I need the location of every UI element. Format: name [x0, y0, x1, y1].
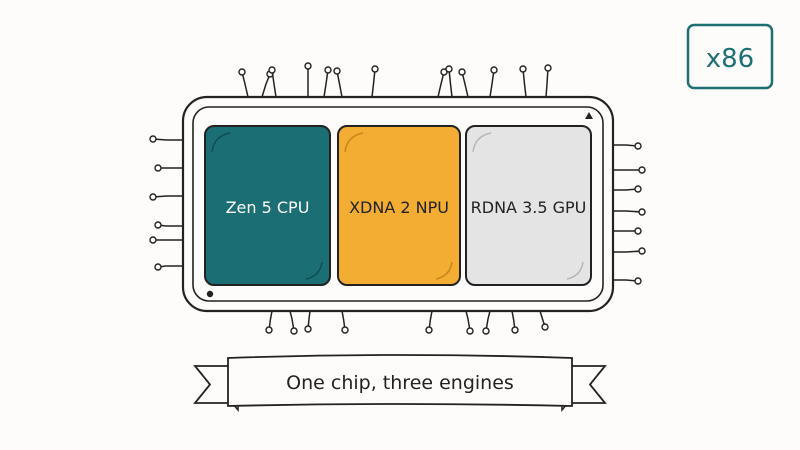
pin-terminal-icon — [341, 326, 349, 334]
badge-text: x86 — [706, 44, 754, 74]
pin-line — [271, 69, 277, 98]
badge-border — [686, 23, 774, 90]
npu-corner-hatch — [344, 132, 364, 153]
chip-pins — [149, 62, 646, 335]
orientation-dot-icon — [206, 290, 214, 298]
npu-label: XDNA 2 NPU — [349, 198, 449, 217]
pin-line — [545, 67, 549, 98]
pin-line — [323, 69, 329, 98]
pin-line — [152, 138, 183, 141]
pin-terminal-icon — [445, 65, 453, 73]
block-npu: XDNA 2 NPU — [337, 125, 461, 286]
pin-terminal-icon — [324, 66, 332, 74]
pin-terminal-icon — [466, 327, 474, 335]
orientation-triangle-icon — [585, 112, 593, 119]
pin-terminal-icon — [544, 64, 552, 72]
pin-terminal-icon — [634, 185, 642, 193]
pin-terminal-icon — [149, 236, 157, 244]
pin-terminal-icon — [541, 323, 549, 331]
pin-terminal-icon — [149, 135, 157, 143]
pin-terminal-icon — [268, 66, 276, 74]
pin-line — [157, 224, 183, 227]
cpu-block — [204, 125, 331, 286]
pin-line — [157, 265, 183, 268]
banner-right-tail — [567, 365, 607, 404]
banner-left-tail — [193, 365, 233, 404]
pin-terminal-icon — [458, 68, 466, 76]
pin-terminal-icon — [638, 247, 646, 255]
pin-terminal-icon — [425, 326, 433, 334]
pin-line — [241, 71, 249, 98]
pin-terminal-icon — [333, 67, 341, 75]
pin-terminal-icon — [290, 327, 298, 335]
pin-line — [511, 310, 516, 331]
pin-line — [341, 310, 346, 331]
npu-corner-hatch — [435, 261, 453, 280]
pin-line — [461, 71, 469, 98]
pin-terminal-icon — [634, 227, 642, 235]
pin-line — [489, 69, 495, 98]
pin-terminal-icon — [638, 208, 646, 216]
pin-terminal-icon — [371, 65, 379, 73]
pin-line — [613, 144, 639, 147]
pin-line — [613, 210, 643, 213]
npu-block — [337, 125, 461, 286]
pin-line — [428, 310, 433, 331]
gpu-corner-hatch — [566, 261, 584, 280]
pin-terminal-icon — [154, 263, 162, 271]
cpu-corner-hatch — [211, 132, 231, 153]
gpu-block — [465, 125, 592, 286]
pin-line — [485, 310, 491, 332]
block-gpu: RDNA 3.5 GPU — [465, 125, 592, 286]
pin-terminal-icon — [634, 277, 642, 285]
pin-terminal-icon — [490, 66, 498, 74]
cpu-label: Zen 5 CPU — [226, 198, 310, 217]
pin-line — [522, 68, 527, 98]
pin-terminal-icon — [304, 325, 312, 333]
pin-line — [448, 68, 453, 98]
pin-terminal-icon — [154, 221, 162, 229]
pin-terminal-icon — [149, 193, 157, 201]
pin-terminal-icon — [154, 164, 162, 172]
banner-body — [227, 354, 573, 407]
pin-line — [613, 250, 643, 253]
pin-terminal-icon — [519, 65, 527, 73]
pin-line — [289, 310, 295, 332]
caption-banner: One chip, three engines — [193, 354, 607, 413]
pin-terminal-icon — [638, 166, 646, 174]
pin-line — [371, 68, 376, 98]
gpu-label: RDNA 3.5 GPU — [471, 198, 587, 217]
x86-badge: x86 — [686, 23, 774, 90]
pin-line — [336, 70, 343, 98]
pin-terminal-icon — [304, 62, 312, 70]
pin-line — [268, 310, 273, 331]
pin-terminal-icon — [634, 142, 642, 150]
block-cpu: Zen 5 CPU — [204, 125, 331, 286]
pin-line — [437, 71, 445, 98]
pin-terminal-icon — [265, 326, 273, 334]
banner-text: One chip, three engines — [286, 372, 514, 394]
pin-terminal-icon — [482, 327, 490, 335]
pin-line — [613, 188, 639, 191]
gpu-corner-hatch — [472, 132, 492, 153]
chip-inner-outline — [192, 106, 604, 302]
pin-line — [152, 195, 183, 198]
pin-line — [613, 279, 639, 282]
pin-line — [465, 310, 471, 332]
pin-terminal-icon — [238, 68, 246, 76]
pin-terminal-icon — [511, 326, 519, 334]
cpu-corner-hatch — [305, 261, 323, 280]
